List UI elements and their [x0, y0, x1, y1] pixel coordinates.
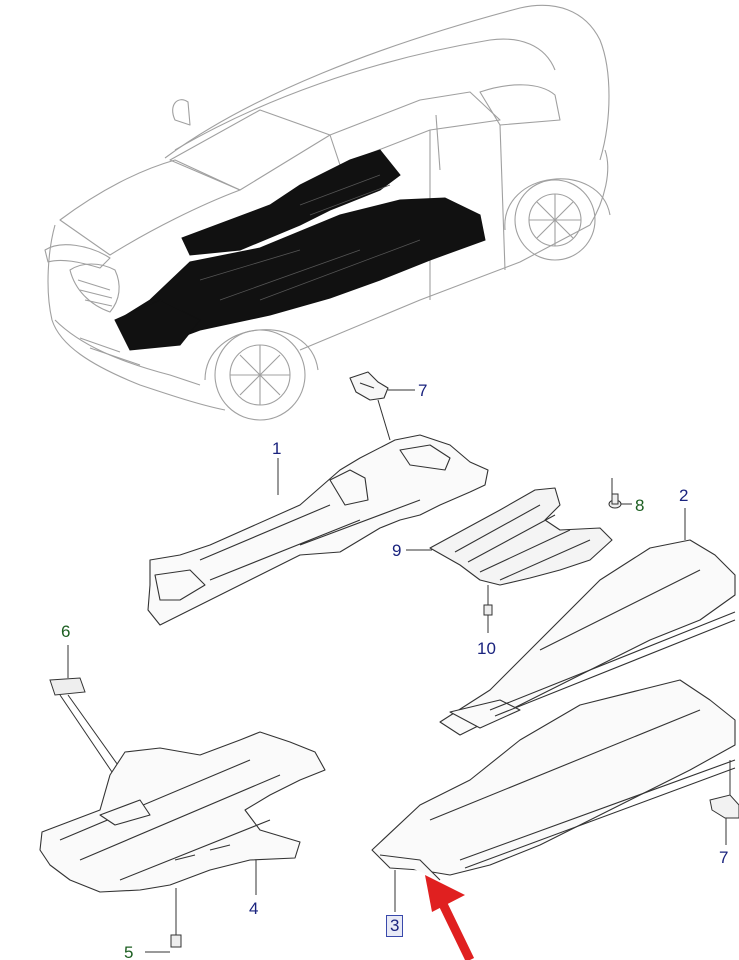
callout-9: 9: [392, 541, 402, 560]
leader-7-down: [377, 399, 391, 441]
callout-7-top: 7: [418, 381, 428, 400]
callout-3-highlighted: 3: [386, 915, 404, 937]
callout-8: 8: [635, 496, 645, 515]
bracket-7-top-icon: [349, 371, 389, 401]
underbody-shield-1-icon: [147, 434, 489, 626]
clip-fastener-8-icon: [608, 493, 622, 509]
underbody-detail-lines: [199, 174, 421, 301]
vehicle-outline-icon: [44, 4, 611, 421]
callout-7-bottom: 7: [719, 848, 729, 867]
leader-6b: [67, 694, 121, 769]
callout-4: 4: [249, 899, 259, 918]
callout-1: 1: [272, 439, 282, 458]
underbody-shield-on-vehicle-icon: [114, 149, 486, 351]
clip-fastener-5-icon: [170, 888, 182, 948]
callout-6: 6: [61, 622, 71, 641]
callout-2: 2: [679, 486, 689, 505]
pointer-arrow-icon: [425, 875, 475, 960]
leader-6a: [59, 694, 113, 773]
bracket-7-bottom-icon: [709, 794, 739, 819]
callout-10: 10: [477, 639, 496, 658]
clip-fastener-6-icon: [49, 645, 86, 696]
callout-5: 5: [124, 943, 134, 960]
front-shield-4-icon: [39, 731, 326, 893]
clip-fastener-10-icon: [483, 585, 493, 633]
side-shield-3-icon: [371, 679, 736, 881]
side-shield-2-icon: [439, 539, 736, 736]
center-panel-9-icon: [429, 487, 613, 586]
